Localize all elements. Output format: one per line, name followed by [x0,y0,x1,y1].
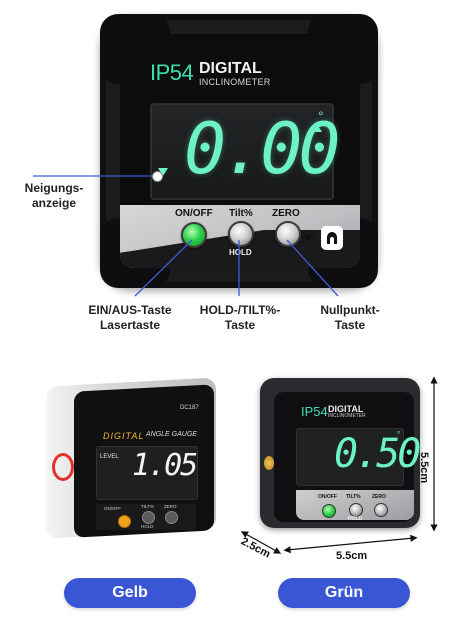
yellow-model-number: DC187 [180,405,199,411]
width-dimension: 5.5cm [336,550,368,562]
angle-reading: 0.00 [184,108,341,190]
brand-digital: DIGITAL [199,60,262,77]
green-onoff-label: ON/OFF [318,494,337,500]
green-brand-digital: DIGITAL [328,404,364,414]
green-degree-symbol: ° [397,430,401,439]
brass-screw-icon [264,456,274,470]
green-hold-button[interactable] [349,503,363,517]
yellow-onoff-label: ON/OFF [104,506,121,511]
yellow-zero-button[interactable] [165,511,178,524]
height-dimension: 5.5cm [418,452,430,484]
yellow-onoff-button[interactable] [118,515,131,528]
callout-lines [33,175,339,297]
green-lcd-display [296,428,404,486]
yellow-zero-label: ZERO [164,504,177,509]
tilt-indicator-marker [152,171,163,182]
caption-onoff-key: EIN/AUS-Taste Lasertaste [88,303,172,332]
yellow-title-angle-gauge: ANGLE GAUGE [146,431,197,438]
green-angle-reading: 0.50 [334,431,421,477]
tilt-label: Tilt% [229,208,253,219]
brand-subtitle: INCLINOMETER [199,77,271,87]
yellow-degree-symbol: ° [177,462,180,469]
yellow-hold-label: HOLD [141,524,154,529]
caption-hold-key: HOLD-/TILT%- Taste [199,303,281,332]
green-brand-ip-rating: IP54 [301,404,328,419]
onoff-label: ON/OFF [175,208,213,219]
zero-label: ZERO [272,208,300,219]
variant-yellow-badge[interactable]: Gelb [64,578,196,608]
lcd-display [150,103,334,200]
zero-button[interactable] [275,221,301,247]
brand-logo-icon [321,226,343,250]
caption-tilt-indicator: Neigungs- anzeige [24,181,84,210]
green-zero-button[interactable] [374,503,388,517]
green-tilt-label: TILT% [346,494,361,500]
caption-zero-key: Nullpunkt- Taste [320,303,380,332]
brand-ip-rating: IP54 [150,60,194,85]
variant-green-badge[interactable]: Grün [278,578,410,608]
green-brand-subtitle: INCLINOMETER [328,413,366,419]
tilt-up-arrow-icon [312,124,322,132]
tilt-indicator-arrow-icon [158,168,168,176]
yellow-level-label: LEVEL [100,454,119,460]
onoff-button[interactable] [181,222,207,248]
red-magnet-ring-icon [52,453,74,481]
yellow-hold-button[interactable] [142,511,155,524]
hold-label: HOLD [229,248,252,257]
green-onoff-button[interactable] [322,504,336,518]
green-hold-label: HOLD [348,516,363,522]
hold-tilt-button[interactable] [228,221,254,247]
backlight-sun-icon [301,230,315,244]
yellow-lcd-display [96,446,198,500]
yellow-title-digital: DIGITAL [103,431,145,441]
yellow-tilt-label: TILT% [141,504,154,509]
degree-symbol: ° [318,108,324,124]
green-zero-label: ZERO [372,494,386,500]
yellow-angle-reading: 1.05 [132,448,198,483]
